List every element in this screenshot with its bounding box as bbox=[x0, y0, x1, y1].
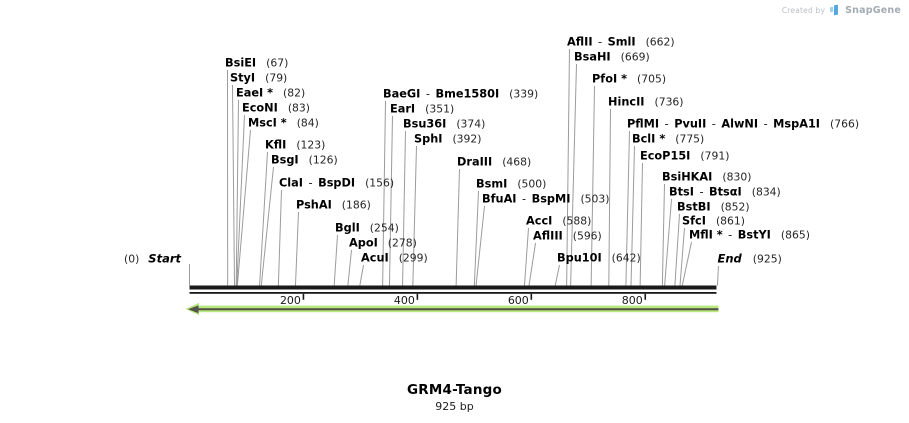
site-label-sphi[interactable]: SphI(392) bbox=[414, 133, 482, 146]
site-label-bfuai[interactable]: BfuAI-BspMI(503) bbox=[482, 193, 610, 206]
site-leader-line bbox=[277, 189, 282, 286]
site-label-bsahi[interactable]: BsaHI(669) bbox=[574, 51, 650, 64]
feature-arrowhead bbox=[188, 305, 199, 314]
axis-tick bbox=[416, 293, 419, 300]
axis-tick-label: 800 bbox=[622, 294, 643, 307]
site-label-apoi[interactable]: ApoI(278) bbox=[349, 237, 417, 250]
map-title: GRM4-Tango bbox=[406, 382, 503, 398]
site-leader-line bbox=[554, 264, 560, 286]
site-leader-line bbox=[661, 183, 665, 286]
site-leader-line bbox=[681, 241, 692, 286]
site-leader-line bbox=[475, 205, 485, 286]
site-leader-line bbox=[236, 114, 245, 286]
site-leader-line bbox=[412, 145, 417, 286]
sequence-baseline bbox=[189, 292, 717, 294]
site-leader-line bbox=[566, 48, 570, 286]
site-leader-line bbox=[294, 211, 299, 286]
site-leader-line bbox=[630, 145, 635, 286]
site-leader-line bbox=[347, 249, 352, 286]
sequence-bar bbox=[189, 285, 717, 290]
site-leader-line bbox=[608, 108, 611, 286]
site-label-mfli[interactable]: MflI *-BstYI(865) bbox=[689, 229, 810, 242]
site-label-aflii[interactable]: AflII-SmlI(662) bbox=[567, 36, 675, 49]
site-label-bsiei[interactable]: BsiEI(67) bbox=[225, 57, 288, 70]
site-leader-line bbox=[528, 242, 536, 286]
axis-tick bbox=[530, 293, 533, 300]
site-leader-line bbox=[674, 213, 680, 286]
site-label-btsi[interactable]: BtsI-BtsαI(834) bbox=[669, 186, 781, 199]
site-leader-line bbox=[455, 168, 460, 286]
site-leader-line bbox=[236, 129, 251, 286]
site-label-afliii[interactable]: AflIII(596) bbox=[533, 230, 602, 243]
site-label-bsgi[interactable]: BsgI(126) bbox=[271, 154, 338, 167]
site-label-sfci[interactable]: SfcI(861) bbox=[682, 215, 745, 228]
site-label-clai[interactable]: ClaI-BspDI(156) bbox=[279, 177, 394, 190]
map-caption: GRM4-Tango 925 bp bbox=[0, 382, 909, 413]
site-leader-line bbox=[402, 130, 406, 286]
snapgene-brand-text: SnapGene bbox=[845, 4, 901, 16]
axis-tick-label: 200 bbox=[280, 294, 301, 307]
snapgene-logo-icon bbox=[830, 4, 840, 16]
site-leader-line bbox=[473, 190, 479, 286]
site-label-acui[interactable]: AcuI(299) bbox=[361, 252, 428, 265]
site-label-acci[interactable]: AccI(588) bbox=[526, 215, 591, 228]
site-label-bgli[interactable]: BglI(254) bbox=[335, 222, 399, 235]
site-leader-line bbox=[235, 99, 239, 286]
site-leader-line bbox=[259, 151, 268, 286]
site-leader-line bbox=[382, 100, 386, 286]
axis-tick bbox=[644, 293, 647, 300]
site-label-msci[interactable]: MscI *(84) bbox=[248, 117, 319, 130]
site-label-bcli[interactable]: BclI *(775) bbox=[632, 133, 704, 146]
site-label-bstbi[interactable]: BstBI(852) bbox=[677, 201, 750, 214]
site-leader-line bbox=[523, 227, 529, 286]
site-label-pfoi[interactable]: PfoI *(705) bbox=[592, 73, 666, 86]
site-label-bsmi[interactable]: BsmI(500) bbox=[476, 178, 546, 191]
site-label-eari[interactable]: EarI(351) bbox=[390, 103, 454, 116]
end-leader-line bbox=[716, 265, 719, 286]
site-label-hincii[interactable]: HincII(736) bbox=[608, 96, 684, 109]
site-leader-line bbox=[639, 162, 643, 286]
site-label-bsu36i[interactable]: Bsu36I(374) bbox=[403, 118, 485, 131]
site-leader-line bbox=[232, 84, 236, 286]
site-leader-line bbox=[359, 264, 364, 286]
feature-arrow-core bbox=[198, 308, 719, 311]
site-leader-line bbox=[625, 130, 630, 286]
axis-tick bbox=[302, 293, 305, 300]
site-leader-line bbox=[260, 166, 274, 286]
site-label-eaei[interactable]: EaeI *(82) bbox=[236, 87, 305, 100]
site-leader-line bbox=[333, 234, 338, 286]
end-marker-label: End(925) bbox=[717, 252, 781, 266]
site-label-ecop15i[interactable]: EcoP15I(791) bbox=[640, 150, 729, 163]
site-label-kfli[interactable]: KflI(123) bbox=[265, 139, 325, 152]
site-label-baegi[interactable]: BaeGI-Bme1580I(339) bbox=[383, 88, 538, 101]
site-label-bpu10i[interactable]: Bpu10I(642) bbox=[557, 252, 641, 265]
start-marker-label: (0)Start bbox=[124, 252, 182, 266]
site-leader-line bbox=[388, 115, 393, 286]
map-length: 925 bp bbox=[435, 400, 474, 413]
created-by-text: Created by bbox=[781, 5, 826, 15]
site-label-bsihkai[interactable]: BsiHKAI(830) bbox=[662, 171, 751, 184]
axis-tick-label: 600 bbox=[508, 294, 529, 307]
site-label-econi[interactable]: EcoNI(83) bbox=[242, 102, 310, 115]
axis-tick-label: 400 bbox=[394, 294, 415, 307]
site-label-styi[interactable]: StyI(79) bbox=[230, 72, 287, 85]
site-label-pflmi[interactable]: PflMI-PvuII-AlwNI-MspA1I(766) bbox=[627, 118, 859, 131]
site-label-pshai[interactable]: PshAI(186) bbox=[296, 199, 371, 212]
site-label-draiii[interactable]: DraIII(468) bbox=[457, 156, 531, 169]
snapgene-watermark: Created by SnapGene bbox=[782, 4, 901, 16]
site-leader-line bbox=[679, 227, 685, 286]
site-leader-line bbox=[664, 198, 672, 286]
site-leader-line bbox=[590, 85, 595, 286]
site-leader-line bbox=[570, 63, 577, 286]
